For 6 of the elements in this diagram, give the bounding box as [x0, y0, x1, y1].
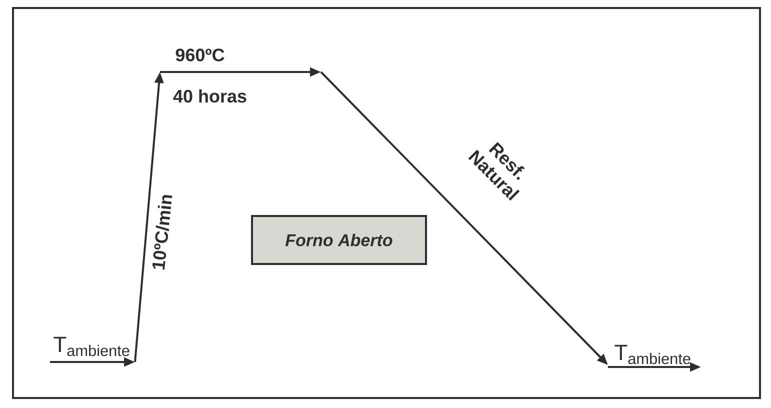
temperature-label: 960ºC [176, 48, 224, 62]
label-box: Forno Aberto [251, 215, 427, 265]
temperature-label: T$_{ambiente}$ [614, 344, 690, 364]
duration-label: 40 horas [173, 89, 246, 103]
rate-label: 10ºC/min [152, 195, 172, 270]
temperature-label: T$_{ambiente}$ [54, 336, 130, 356]
